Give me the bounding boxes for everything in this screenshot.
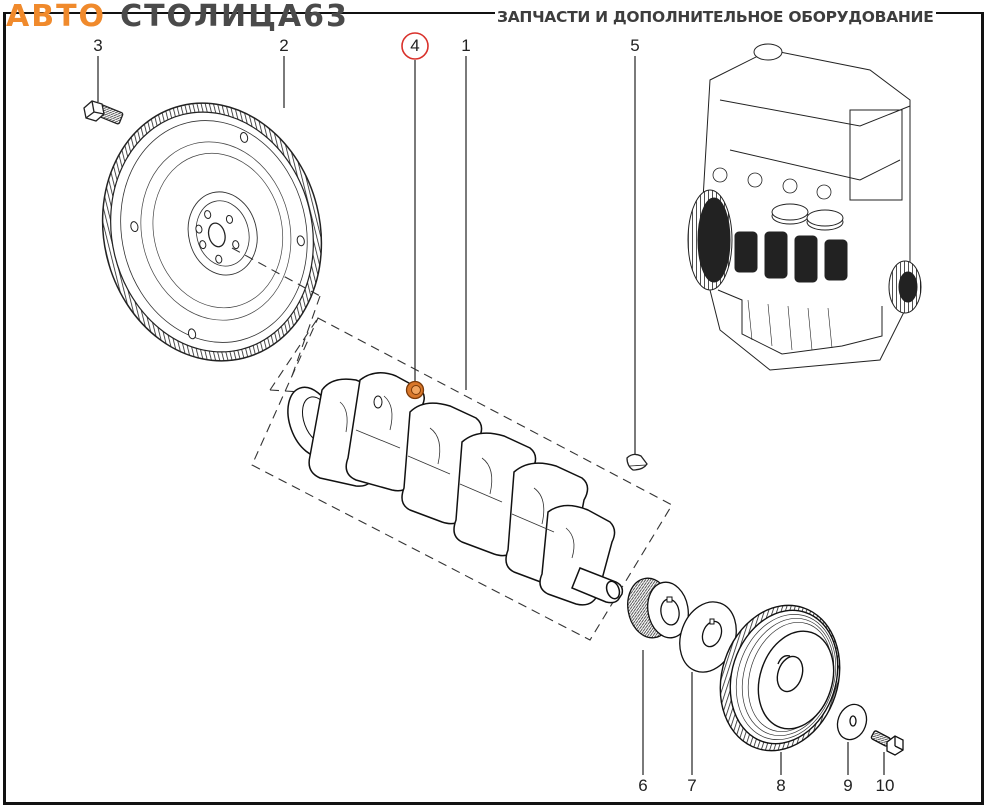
timing-sprocket[interactable]	[623, 575, 692, 642]
callout-3[interactable]: 3	[91, 36, 105, 55]
callout-9[interactable]: 9	[841, 776, 855, 795]
pilot-bushing[interactable]	[405, 380, 425, 400]
callout-10[interactable]: 10	[873, 776, 897, 795]
leader-lines	[97, 56, 885, 775]
thrust-washer[interactable]	[670, 594, 745, 680]
diagram-frame	[3, 12, 984, 805]
assembled-engine-illustration	[687, 43, 922, 371]
callout-8[interactable]: 8	[774, 776, 788, 795]
highlight-ring	[401, 32, 429, 60]
callout-6[interactable]: 6	[636, 776, 650, 795]
brand-tagline: ЗАПЧАСТИ И ДОПОЛНИТЕЛЬНОЕ ОБОРУДОВАНИЕ	[495, 8, 936, 26]
pulley-washer[interactable]	[833, 700, 872, 743]
crankshaft-group-outline	[231, 247, 673, 641]
pulley-bolt[interactable]	[870, 730, 904, 756]
flywheel-bolt[interactable]	[83, 100, 124, 125]
callout-1[interactable]: 1	[459, 36, 473, 55]
crankshaft[interactable]	[279, 372, 624, 606]
flywheel[interactable]	[76, 80, 348, 385]
woodruff-key[interactable]	[626, 453, 648, 471]
callout-7[interactable]: 7	[685, 776, 699, 795]
callout-4[interactable]: 4	[408, 36, 422, 55]
callout-2[interactable]: 2	[277, 36, 291, 55]
callout-5[interactable]: 5	[628, 36, 642, 55]
crank-pulley[interactable]	[702, 590, 858, 767]
